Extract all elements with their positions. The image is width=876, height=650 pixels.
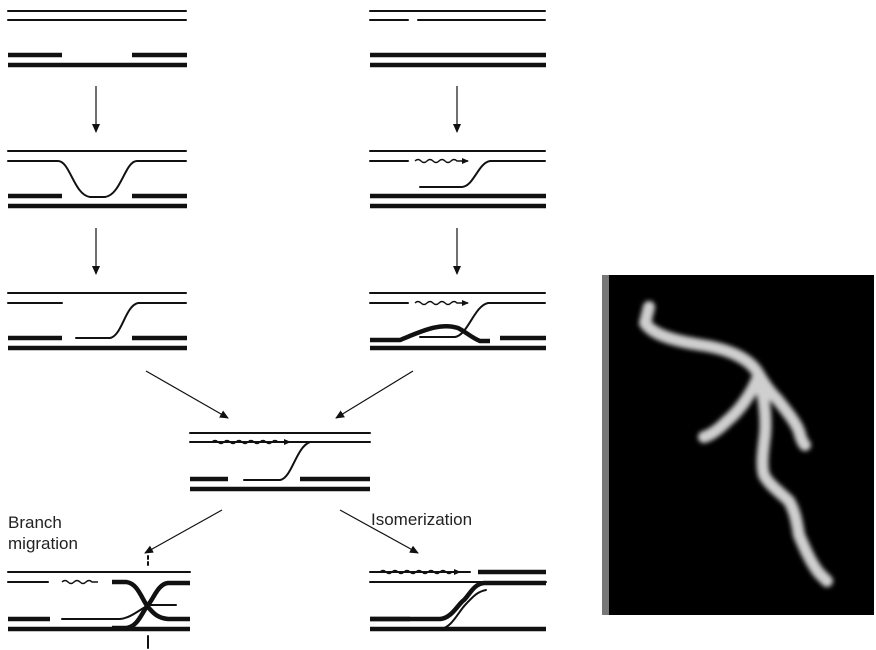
right-step-1 [369, 10, 546, 68]
dna-molecule-icon [639, 301, 833, 587]
left-step-2 [7, 150, 187, 209]
converge-arrow-right [335, 370, 414, 419]
converge-arrow-left [145, 370, 229, 419]
right-step-3 [369, 292, 546, 351]
branch-arrow [144, 509, 223, 554]
branch-migration-product [7, 555, 191, 649]
dna-micrograph [602, 275, 874, 615]
left-step-3 [7, 292, 187, 351]
left-step-1 [7, 10, 187, 68]
branch-migration-label: Branch migration [8, 513, 78, 553]
merged-intermediate [189, 432, 371, 492]
isomerization-label: Isomerization [371, 510, 473, 529]
isomerization-arrow [339, 509, 419, 554]
isomerization-product [369, 569, 547, 632]
right-step-2 [369, 150, 546, 209]
